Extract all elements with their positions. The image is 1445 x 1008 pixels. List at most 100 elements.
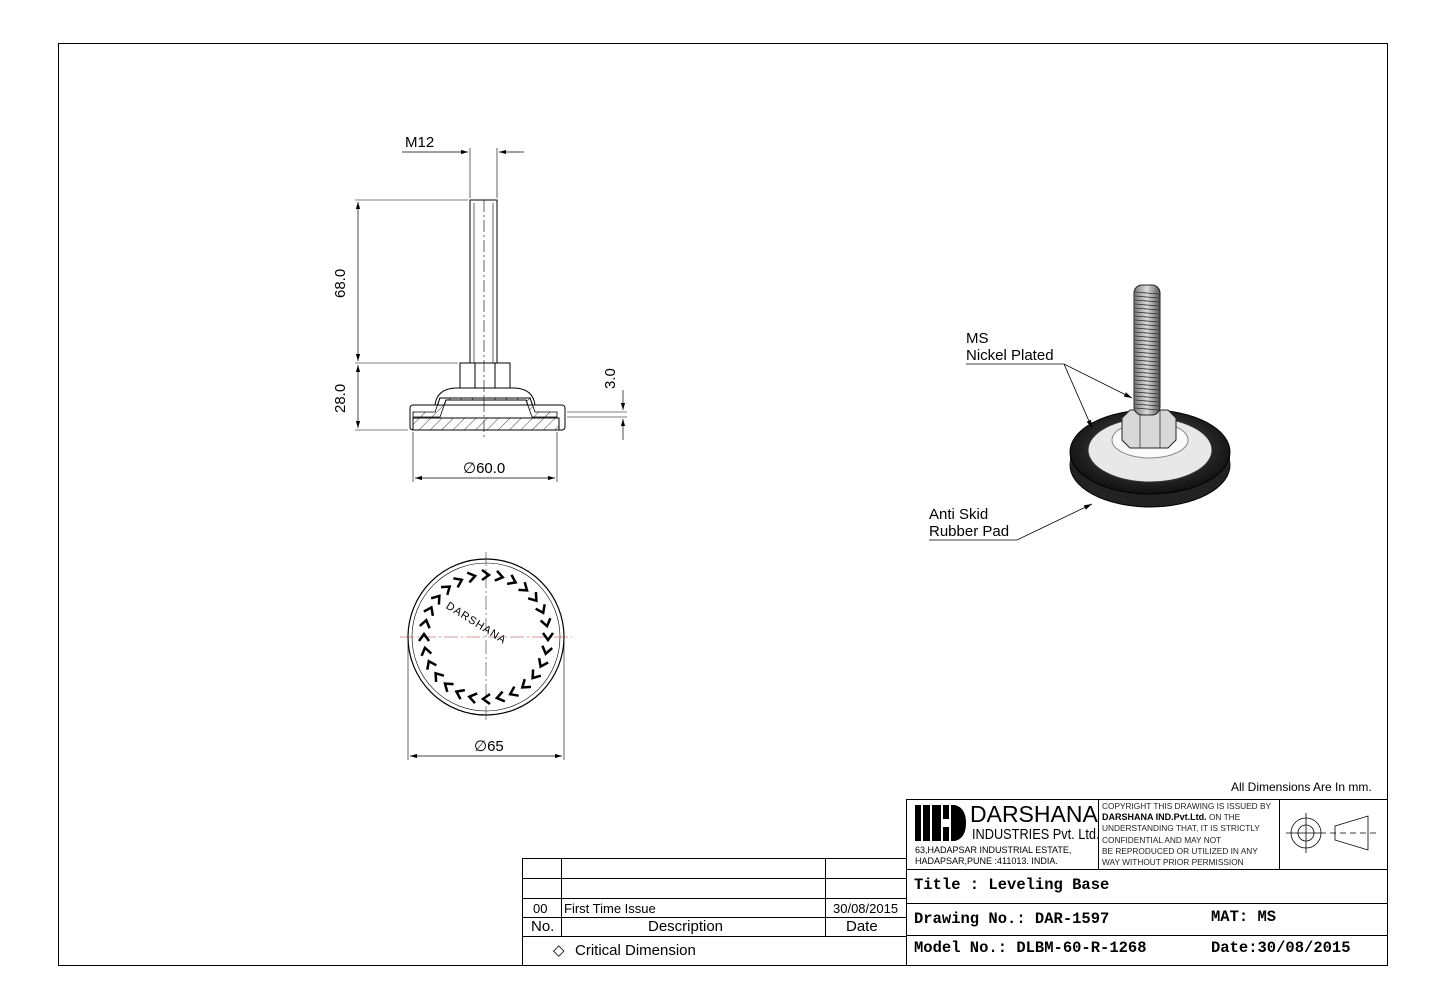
chevron-mark bbox=[520, 678, 532, 689]
callout-stud-finish: Nickel Plated bbox=[966, 347, 1054, 364]
chevron-mark bbox=[541, 632, 555, 643]
critical-dimension-note: Critical Dimension bbox=[575, 942, 696, 959]
chevron-mark bbox=[434, 671, 445, 683]
chevron-mark bbox=[466, 571, 478, 584]
chevron-mark bbox=[537, 657, 549, 669]
thread-line bbox=[1134, 343, 1160, 347]
dome bbox=[434, 387, 536, 406]
chevron-mark bbox=[541, 645, 553, 656]
chevron-mark bbox=[527, 591, 538, 603]
chevron-mark bbox=[494, 570, 505, 582]
nut bbox=[459, 362, 511, 389]
revision-date: 30/08/2015 bbox=[833, 901, 899, 916]
third-angle-projection-icon bbox=[1286, 813, 1377, 853]
dim-thread: M12 bbox=[405, 134, 435, 151]
chevron-mark bbox=[508, 686, 519, 697]
units-note: All Dimensions Are In mm. bbox=[1231, 780, 1372, 794]
chevron-mark bbox=[417, 631, 431, 642]
chevron-mark bbox=[440, 585, 452, 596]
thread-line bbox=[1134, 327, 1160, 331]
thread-line bbox=[1134, 295, 1160, 299]
thread-line bbox=[1134, 323, 1160, 327]
copyright-line: DARSHANA IND.Pvt.Ltd. ON THE bbox=[1102, 812, 1271, 823]
header-no: No. bbox=[531, 918, 555, 935]
thread-line bbox=[1134, 347, 1160, 351]
dim-pad-diameter: ∅65 bbox=[474, 738, 504, 755]
critical-dimension-icon: ◇ bbox=[553, 942, 565, 959]
thread-line bbox=[1134, 375, 1160, 379]
model-number: Model No.: DLBM-60-R-1268 bbox=[914, 939, 1147, 957]
thread-line bbox=[1134, 311, 1160, 315]
thread-line bbox=[1134, 379, 1160, 383]
dim-pad-thickness: 3.0 bbox=[602, 368, 619, 389]
chevron-mark bbox=[467, 692, 478, 704]
thread-line bbox=[1134, 363, 1160, 367]
header-date: Date bbox=[846, 918, 878, 935]
chevron-mark bbox=[481, 568, 492, 582]
chevron-mark bbox=[420, 645, 433, 657]
bottom-view bbox=[400, 552, 572, 760]
chevron-ring-pattern bbox=[417, 568, 555, 706]
copyright-rest: ON THE bbox=[1206, 812, 1241, 823]
thread-line bbox=[1134, 351, 1160, 355]
chevron-mark bbox=[443, 682, 454, 693]
copyright-line: UNDERSTANDING THAT, IT IS STRICTLY bbox=[1102, 823, 1260, 834]
callout-stud-material: MS bbox=[966, 330, 989, 347]
thread-line bbox=[1134, 359, 1160, 363]
iso-view bbox=[929, 284, 1231, 541]
thread-line bbox=[1134, 395, 1160, 399]
thread-line bbox=[1134, 335, 1160, 339]
chevron-mark bbox=[506, 574, 518, 586]
thread-line bbox=[1134, 387, 1160, 391]
chevron-mark bbox=[539, 617, 552, 629]
chevron-mark bbox=[430, 594, 441, 605]
thread-line bbox=[1134, 303, 1160, 307]
chevron-mark bbox=[423, 605, 435, 617]
thread-line bbox=[1134, 403, 1160, 407]
chevron-mark bbox=[453, 577, 464, 588]
chevron-mark bbox=[480, 692, 491, 706]
chevron-mark bbox=[419, 618, 431, 629]
thread-line bbox=[1134, 367, 1160, 371]
revision-description: First Time Issue bbox=[564, 901, 656, 916]
material: MAT: MS bbox=[1211, 908, 1277, 926]
copyright-line: BE REPRODUCED OR UTILIZED IN ANY bbox=[1102, 845, 1258, 856]
chevron-mark bbox=[531, 669, 542, 680]
thread-line bbox=[1134, 355, 1160, 359]
company-address-2: HADAPSAR,PUNE :411013. INDIA. bbox=[915, 856, 1058, 866]
chevron-mark bbox=[535, 604, 546, 615]
copyright-notice: COPYRIGHT THIS DRAWING IS ISSUED BY DARS… bbox=[1102, 801, 1271, 868]
copyright-line: CONFIDENTIAL AND MAY NOT bbox=[1102, 834, 1222, 845]
thread-line bbox=[1134, 391, 1160, 395]
dim-stud-height: 68.0 bbox=[332, 268, 349, 298]
thread-line bbox=[1134, 399, 1160, 403]
thread-line bbox=[1134, 307, 1160, 311]
title-block-grid bbox=[906, 799, 1388, 966]
thread-line bbox=[1134, 331, 1160, 335]
thread-line bbox=[1134, 407, 1160, 411]
drawing-date: Date:30/08/2015 bbox=[1211, 939, 1351, 957]
company-address-1: 63,HADAPSAR INDUSTRIAL ESTATE, bbox=[915, 845, 1072, 855]
chevron-mark bbox=[426, 659, 437, 670]
copyright-line: COPYRIGHT THIS DRAWING IS ISSUED BY bbox=[1102, 801, 1272, 811]
thread-line bbox=[1134, 371, 1160, 375]
iso-nut bbox=[1121, 409, 1177, 449]
dim-base-height: 28.0 bbox=[332, 383, 349, 413]
thread-line bbox=[1134, 315, 1160, 319]
drawing-title: Title : Leveling Base bbox=[914, 876, 1110, 894]
thread-line bbox=[1134, 319, 1160, 323]
dim-base-diameter: ∅60.0 bbox=[463, 460, 506, 477]
callout-pad-line1: Anti Skid bbox=[929, 506, 989, 523]
copyright-line: WAY WITHOUT PRIOR PERMISSION bbox=[1102, 857, 1244, 868]
chevron-mark bbox=[518, 581, 529, 592]
revision-no: 00 bbox=[533, 901, 548, 916]
thread-line bbox=[1134, 383, 1160, 387]
thread-line bbox=[1134, 291, 1160, 295]
chevron-mark bbox=[454, 688, 466, 700]
thread-line bbox=[1134, 299, 1160, 303]
company-subtitle: INDUSTRIES Pvt. Ltd. bbox=[972, 826, 1100, 843]
thread-line bbox=[1134, 339, 1160, 343]
callout-pad-line2: Rubber Pad bbox=[929, 523, 1010, 540]
